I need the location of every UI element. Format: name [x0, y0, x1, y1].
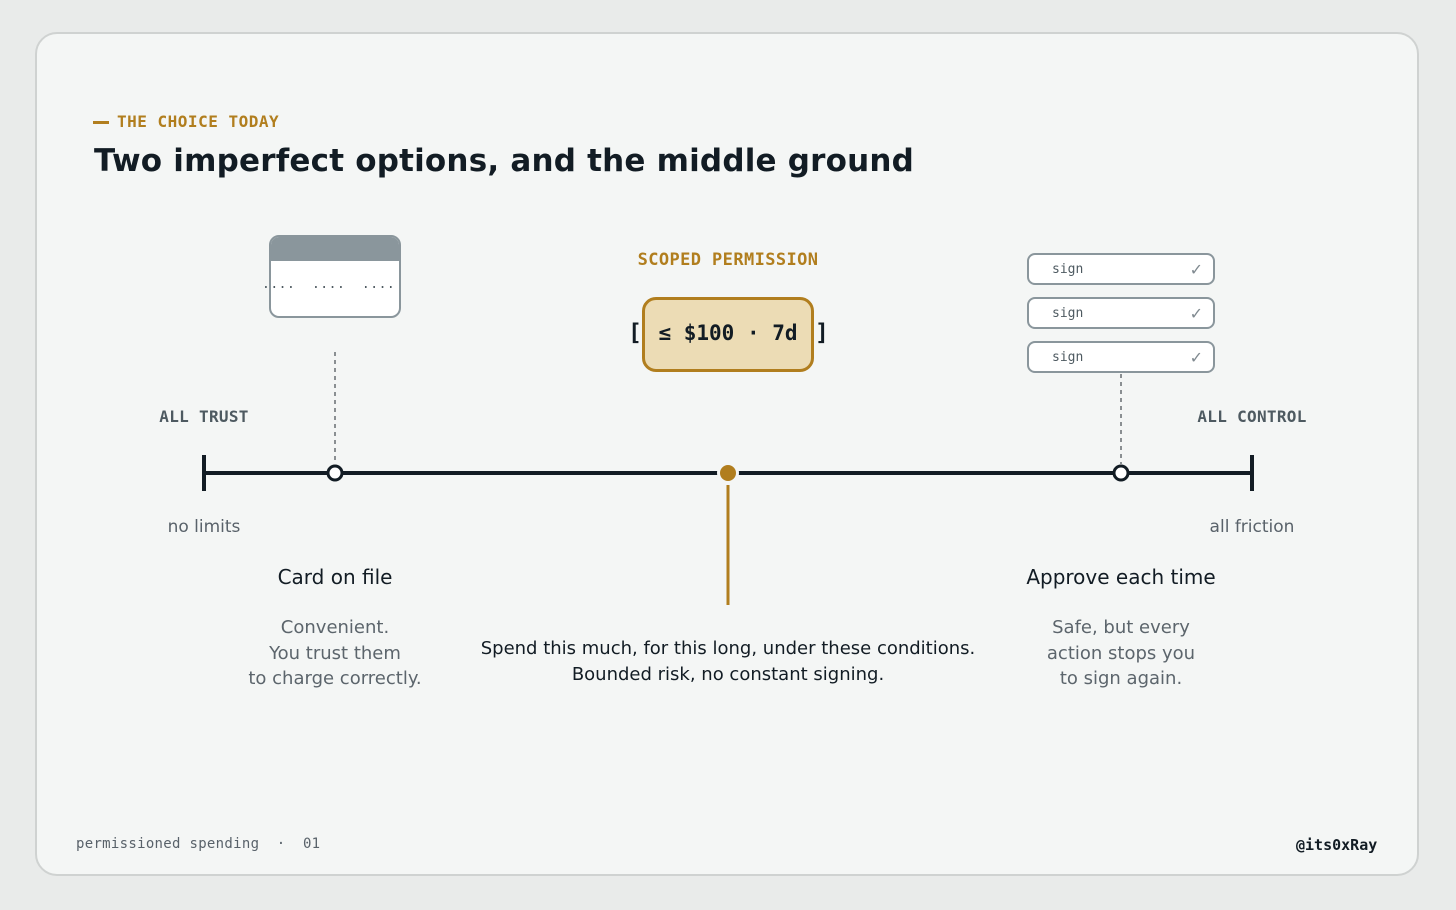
card-number-dots: .... .... .... — [262, 277, 396, 292]
sign-row: sign ✓ — [1027, 297, 1215, 329]
desc-line: Bounded risk, no constant signing. — [571, 663, 885, 685]
card-stripe — [271, 237, 399, 261]
desc-line: to sign again. — [1059, 668, 1183, 689]
sign-row: sign ✓ — [1027, 341, 1215, 373]
author-handle: @its0xRay — [1296, 836, 1378, 854]
desc-line: action stops you — [1046, 642, 1196, 664]
scale-left-label: ALL TRUST — [159, 407, 249, 426]
desc-line: to charge correctly. — [248, 668, 422, 689]
approve-each-time-title: Approve each time — [1026, 565, 1216, 589]
scale-right-label: ALL CONTROL — [1197, 407, 1307, 426]
approve-each-time-desc: Safe, but every action stops you to sign… — [1001, 615, 1241, 692]
check-icon: ✓ — [1189, 304, 1203, 323]
desc-line: You trust them — [269, 642, 401, 664]
slide-card — [35, 32, 1419, 876]
scoped-marker — [720, 465, 736, 481]
desc-line: Spend this much, for this long, under th… — [480, 638, 976, 659]
sign-row: sign ✓ — [1027, 253, 1215, 285]
card-on-file-title: Card on file — [277, 565, 393, 589]
card-on-file-desc: Convenient. You trust them to charge cor… — [215, 615, 455, 692]
page-title: Two imperfect options, and the middle gr… — [94, 143, 915, 179]
bracket-open: [ — [628, 320, 642, 346]
check-icon: ✓ — [1189, 348, 1203, 367]
sign-row-label: sign — [1052, 350, 1084, 365]
scale-right-sublabel: all friction — [1209, 517, 1295, 537]
card-marker — [326, 464, 344, 482]
scoped-permission-label: SCOPED PERMISSION — [637, 250, 819, 270]
approve-marker — [1112, 464, 1130, 482]
desc-line: Safe, but every — [1052, 617, 1190, 638]
check-icon: ✓ — [1189, 260, 1203, 279]
footer-caption: permissioned spending · 01 — [76, 836, 321, 852]
sign-row-label: sign — [1052, 262, 1084, 277]
scoped-permission-box — [642, 297, 814, 372]
eyebrow-dash — [93, 121, 109, 124]
scoped-permission-desc: Spend this much, for this long, under th… — [418, 636, 1038, 687]
sign-row-label: sign — [1052, 306, 1084, 321]
bracket-close: ] — [815, 320, 829, 346]
credit-card-icon — [269, 235, 401, 318]
scoped-permission-value: ≤ $100 · 7d — [658, 321, 798, 345]
scale-left-sublabel: no limits — [167, 517, 241, 537]
desc-line: Convenient. — [280, 617, 390, 638]
eyebrow-label: THE CHOICE TODAY — [117, 112, 280, 131]
